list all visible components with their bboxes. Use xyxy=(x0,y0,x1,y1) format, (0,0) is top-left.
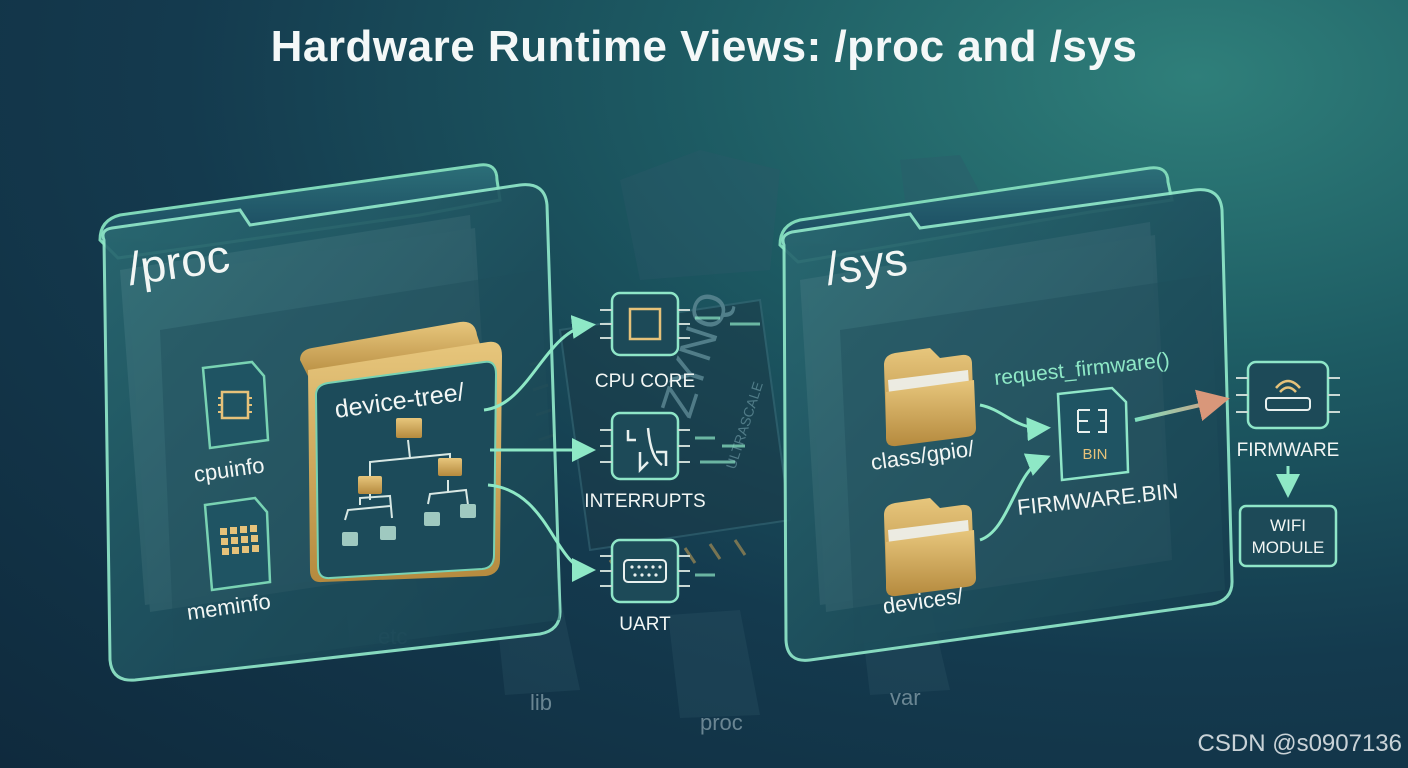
interrupts-chip[interactable] xyxy=(600,411,690,481)
arrow-to-firmware xyxy=(1134,389,1230,422)
cpuinfo-file[interactable] xyxy=(201,360,270,450)
background-dir-lib: lib xyxy=(530,690,552,715)
wifi-module-line1: WIFI xyxy=(1270,516,1306,535)
uart-label: UART xyxy=(619,614,671,635)
memory-grid-icon xyxy=(220,525,259,555)
tree-icon xyxy=(342,418,476,546)
background-dir-var: var xyxy=(890,685,921,710)
wifi-icon xyxy=(1275,379,1301,393)
class-gpio-folder[interactable] xyxy=(884,348,976,447)
page-title: Hardware Runtime Views: /proc and /sys xyxy=(270,22,1138,71)
watermark: CSDN @s0907136 xyxy=(1197,730,1402,757)
firmware-bin-file[interactable] xyxy=(1056,386,1130,482)
sys-arrows xyxy=(979,403,1051,542)
signal-trails xyxy=(695,316,760,577)
wifi-module-box[interactable] xyxy=(1238,504,1338,568)
meminfo-file[interactable] xyxy=(203,496,272,592)
wifi-module-line2: MODULE xyxy=(1252,538,1325,557)
arrow-to-uart xyxy=(487,483,596,582)
devices-folder[interactable] xyxy=(884,498,976,597)
cpu-core-label: CPU CORE xyxy=(595,371,695,392)
sys-folder-label: /sys xyxy=(822,232,910,295)
cpu-icon xyxy=(628,307,662,341)
router-icon xyxy=(1265,397,1311,411)
port-icon xyxy=(623,559,667,583)
bin-icon-text: BIN xyxy=(1082,446,1107,463)
device-tree-arrows xyxy=(483,315,596,582)
arrow-to-cpu xyxy=(483,315,596,412)
uart-chip[interactable] xyxy=(600,538,690,604)
firmware-label: FIRMWARE xyxy=(1237,440,1340,461)
firmware-chip[interactable] xyxy=(1236,360,1340,430)
cpu-core-chip[interactable] xyxy=(600,291,690,357)
interrupts-label: INTERRUPTS xyxy=(584,491,705,512)
device-tree-folder[interactable] xyxy=(300,321,502,583)
signal-icon xyxy=(626,427,668,474)
background-dir-proc: proc xyxy=(700,710,743,735)
